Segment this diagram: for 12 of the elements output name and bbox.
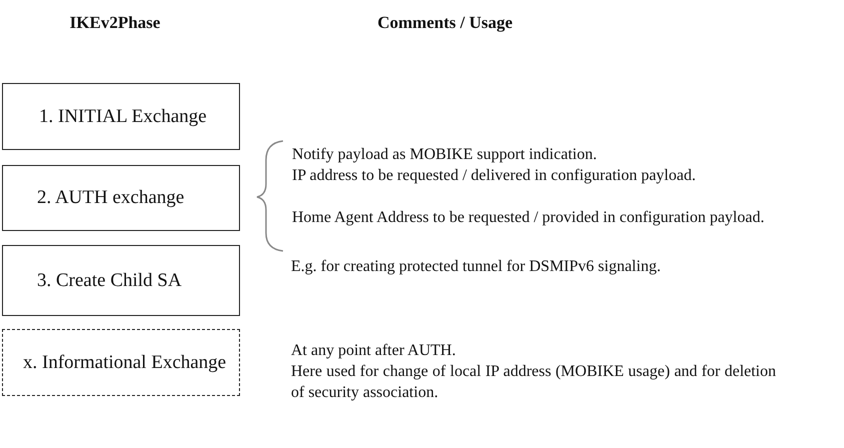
- comment-text: IP address to be requested / delivered in configuration payload.: [292, 166, 697, 186]
- column-heading: IKEv2Phase: [68, 12, 162, 33]
- comment-text: E.g. for creating protected tunnel for DSMIPv6 signaling.: [291, 257, 662, 277]
- phase-box: 3. Create Child SA: [2, 245, 240, 316]
- column-heading: Comments / Usage: [376, 12, 514, 33]
- comment-text: Home Agent Address to be requested / provided in configuration payload.: [292, 208, 766, 228]
- phase-box: 2. AUTH exchange: [2, 165, 240, 231]
- comment-text: Notify payload as MOBIKE support indication.: [292, 145, 598, 165]
- phase-box: 1. INITIAL Exchange: [2, 83, 240, 150]
- comment-text: At any point after AUTH.: [291, 341, 457, 361]
- phase-box: x. Informational Exchange: [2, 329, 240, 396]
- comment-text: Here used for change of local IP address (MOBIKE usage) and for deletion of security association.: [291, 362, 776, 403]
